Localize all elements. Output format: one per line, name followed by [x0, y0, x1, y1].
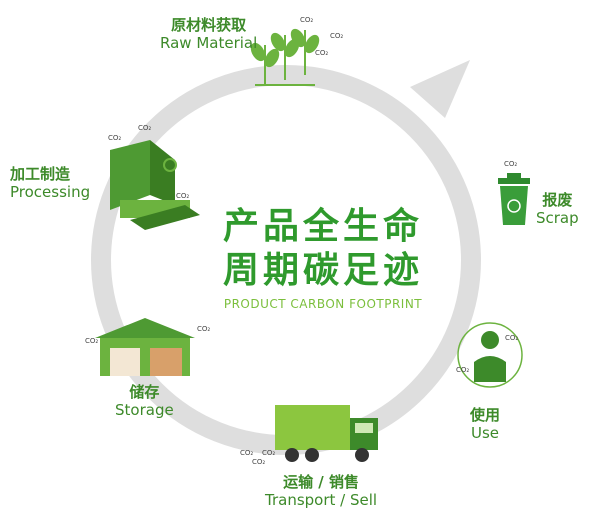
stage-label-zh: 储存 — [129, 383, 160, 401]
title-subtitle: PRODUCT CARBON FOOTPRINT — [223, 297, 423, 311]
stage-label-en: Storage — [115, 401, 174, 419]
co2-label: CO₂ — [456, 366, 469, 374]
co2-label: CO₂ — [505, 334, 518, 342]
co2-label: CO₂ — [176, 192, 189, 200]
co2-label: CO₂ — [197, 325, 210, 333]
truck-icon — [275, 405, 378, 462]
co2-label: CO₂ — [504, 160, 517, 168]
title-line-2: 周期碳足迹 — [222, 250, 423, 291]
co2-label: CO₂ — [262, 449, 275, 457]
stage-label-zh: 加工制造 — [10, 165, 71, 183]
plant-icon — [250, 28, 320, 86]
trash-bin-icon — [498, 173, 530, 225]
co2-label: CO₂ — [108, 134, 121, 142]
factory-machine-icon — [110, 140, 200, 230]
stage-label-en: Scrap — [536, 209, 579, 227]
stage-use: 使用 Use — [470, 406, 500, 442]
co2-label: CO₂ — [240, 449, 253, 457]
title-line-1: 产品全生命 — [222, 206, 423, 247]
stage-label-zh: 原材料获取 — [171, 16, 247, 34]
co2-label: CO₂ — [138, 124, 151, 132]
stage-label-en: Transport / Sell — [265, 491, 378, 509]
person-icon — [457, 322, 523, 388]
stage-label-en: Use — [470, 424, 500, 442]
center-title: 产品全生命 周期碳足迹 PRODUCT CARBON FOOTPRINT — [188, 205, 458, 311]
stage-transport: 运输 / 销售 Transport / Sell — [265, 473, 377, 509]
stage-raw-material: 原材料获取 Raw Material — [160, 16, 257, 52]
co2-label: CO₂ — [300, 16, 313, 24]
stage-scrap: 报废 Scrap — [536, 191, 579, 227]
stage-label-en: Processing — [10, 183, 91, 201]
co2-label: CO₂ — [85, 337, 98, 345]
co2-label: CO₂ — [252, 458, 265, 466]
stage-label-zh: 使用 — [470, 406, 501, 424]
stage-label-en: Raw Material — [160, 34, 258, 52]
stage-processing: 加工制造 Processing — [10, 165, 90, 201]
stage-storage: 储存 Storage — [115, 383, 174, 419]
cycle-arrow-head — [410, 60, 470, 118]
warehouse-icon — [95, 318, 195, 376]
co2-label: CO₂ — [330, 32, 343, 40]
co2-label: CO₂ — [315, 49, 328, 57]
stage-label-zh: 报废 — [542, 191, 573, 209]
stage-label-zh: 运输 / 销售 — [283, 473, 359, 491]
